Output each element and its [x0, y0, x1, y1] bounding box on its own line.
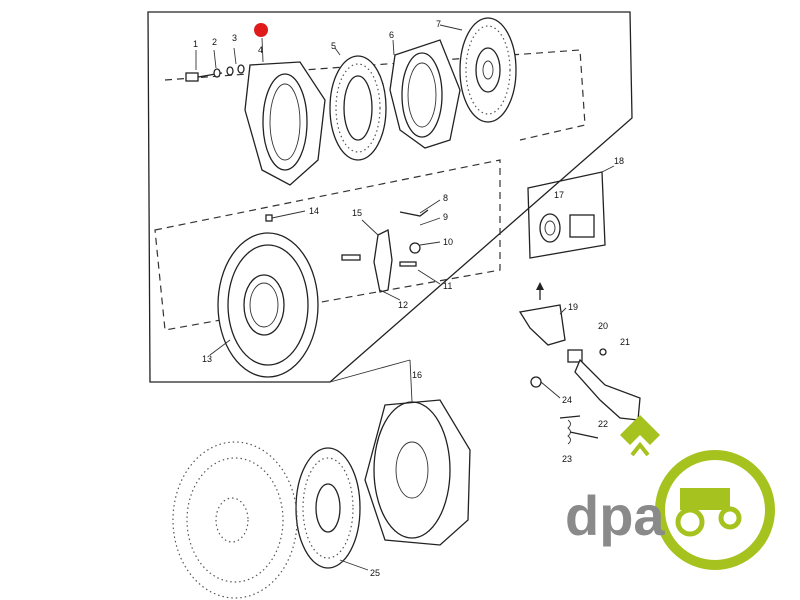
callout-25: 25 [370, 568, 380, 578]
callout-4: 4 [258, 45, 263, 55]
flywheel-phantom [172, 441, 298, 599]
callout-21: 21 [620, 337, 630, 347]
dpa-logo: dpa [565, 415, 775, 570]
lever-part-15 [361, 219, 393, 293]
callout-15: 15 [352, 208, 362, 218]
pin-part-14 [265, 210, 306, 222]
assembly-frame [147, 11, 633, 383]
red-marker [254, 23, 268, 37]
pin-part-12 [341, 254, 401, 301]
callout-5: 5 [331, 41, 336, 51]
callout-11: 11 [443, 281, 452, 291]
callout-1: 1 [193, 39, 198, 49]
plate-part-6 [389, 39, 461, 149]
callout-23: 23 [562, 454, 572, 464]
callout-16: 16 [412, 370, 422, 380]
callout-22: 22 [598, 419, 608, 429]
washers-part-2-3 [213, 47, 245, 78]
callout-24: 24 [562, 395, 572, 405]
clutch-housing-part-13 [209, 232, 319, 378]
tractor-icon [675, 488, 742, 537]
clutch-cover-part-16 [329, 359, 471, 546]
small-parts-8-11 [399, 199, 441, 285]
callout-12: 12 [398, 300, 408, 310]
callout-19: 19 [568, 302, 578, 312]
release-linkage-parts-19-24 [518, 282, 641, 445]
callout-20: 20 [598, 321, 608, 331]
wheat-icon [620, 415, 660, 445]
pressure-plate-part-4 [244, 37, 326, 186]
friction-disc-part-5 [329, 47, 387, 161]
callout-9: 9 [443, 212, 448, 222]
callout-10: 10 [443, 237, 453, 247]
callout-3: 3 [232, 33, 237, 43]
callout-14: 14 [309, 206, 319, 216]
callout-13: 13 [202, 354, 212, 364]
clutch-disc-part-25 [295, 447, 369, 571]
bearing-box-part-18 [527, 165, 615, 259]
logo-text: dpa [565, 484, 665, 547]
callout-18: 18 [614, 156, 624, 166]
logo-ring [655, 450, 775, 570]
callout-2: 2 [212, 37, 217, 47]
callout-7: 7 [436, 19, 441, 29]
callout-8: 8 [443, 193, 448, 203]
callout-6: 6 [389, 30, 394, 40]
callout-17: 17 [554, 190, 564, 200]
clutch-disc-part-7 [439, 17, 517, 123]
detail-box-mid [154, 159, 501, 331]
